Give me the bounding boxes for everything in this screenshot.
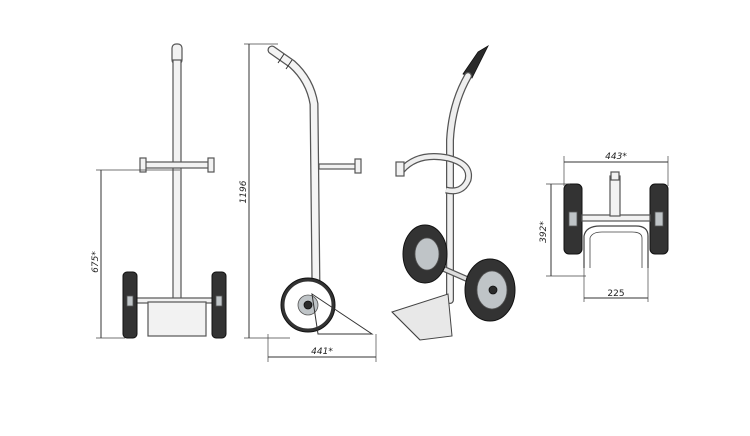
front-clamp-bar bbox=[141, 161, 213, 169]
top-depth-dim: 392* bbox=[539, 221, 549, 243]
side-base-plate bbox=[311, 292, 374, 335]
top-plate-dim: 225 bbox=[607, 289, 624, 299]
front-view: 675* bbox=[91, 43, 227, 339]
top-width-dim: 443* bbox=[605, 152, 627, 162]
top-base-plate bbox=[583, 225, 649, 268]
side-width-dim: 441* bbox=[311, 347, 333, 357]
front-vertical-tube bbox=[172, 59, 182, 336]
top-view: 443* 392* 225 bbox=[539, 152, 669, 302]
iso-base-plate bbox=[391, 293, 453, 341]
front-base-plate bbox=[147, 301, 207, 337]
side-height-dim: 1196 bbox=[239, 180, 249, 203]
side-view: 1196 441* bbox=[239, 43, 377, 362]
front-height-dim: 675* bbox=[91, 251, 101, 273]
side-clamp-bar bbox=[318, 163, 360, 170]
iso-handle-grip bbox=[462, 44, 489, 79]
iso-view bbox=[391, 44, 516, 341]
top-handle-post bbox=[609, 175, 621, 217]
